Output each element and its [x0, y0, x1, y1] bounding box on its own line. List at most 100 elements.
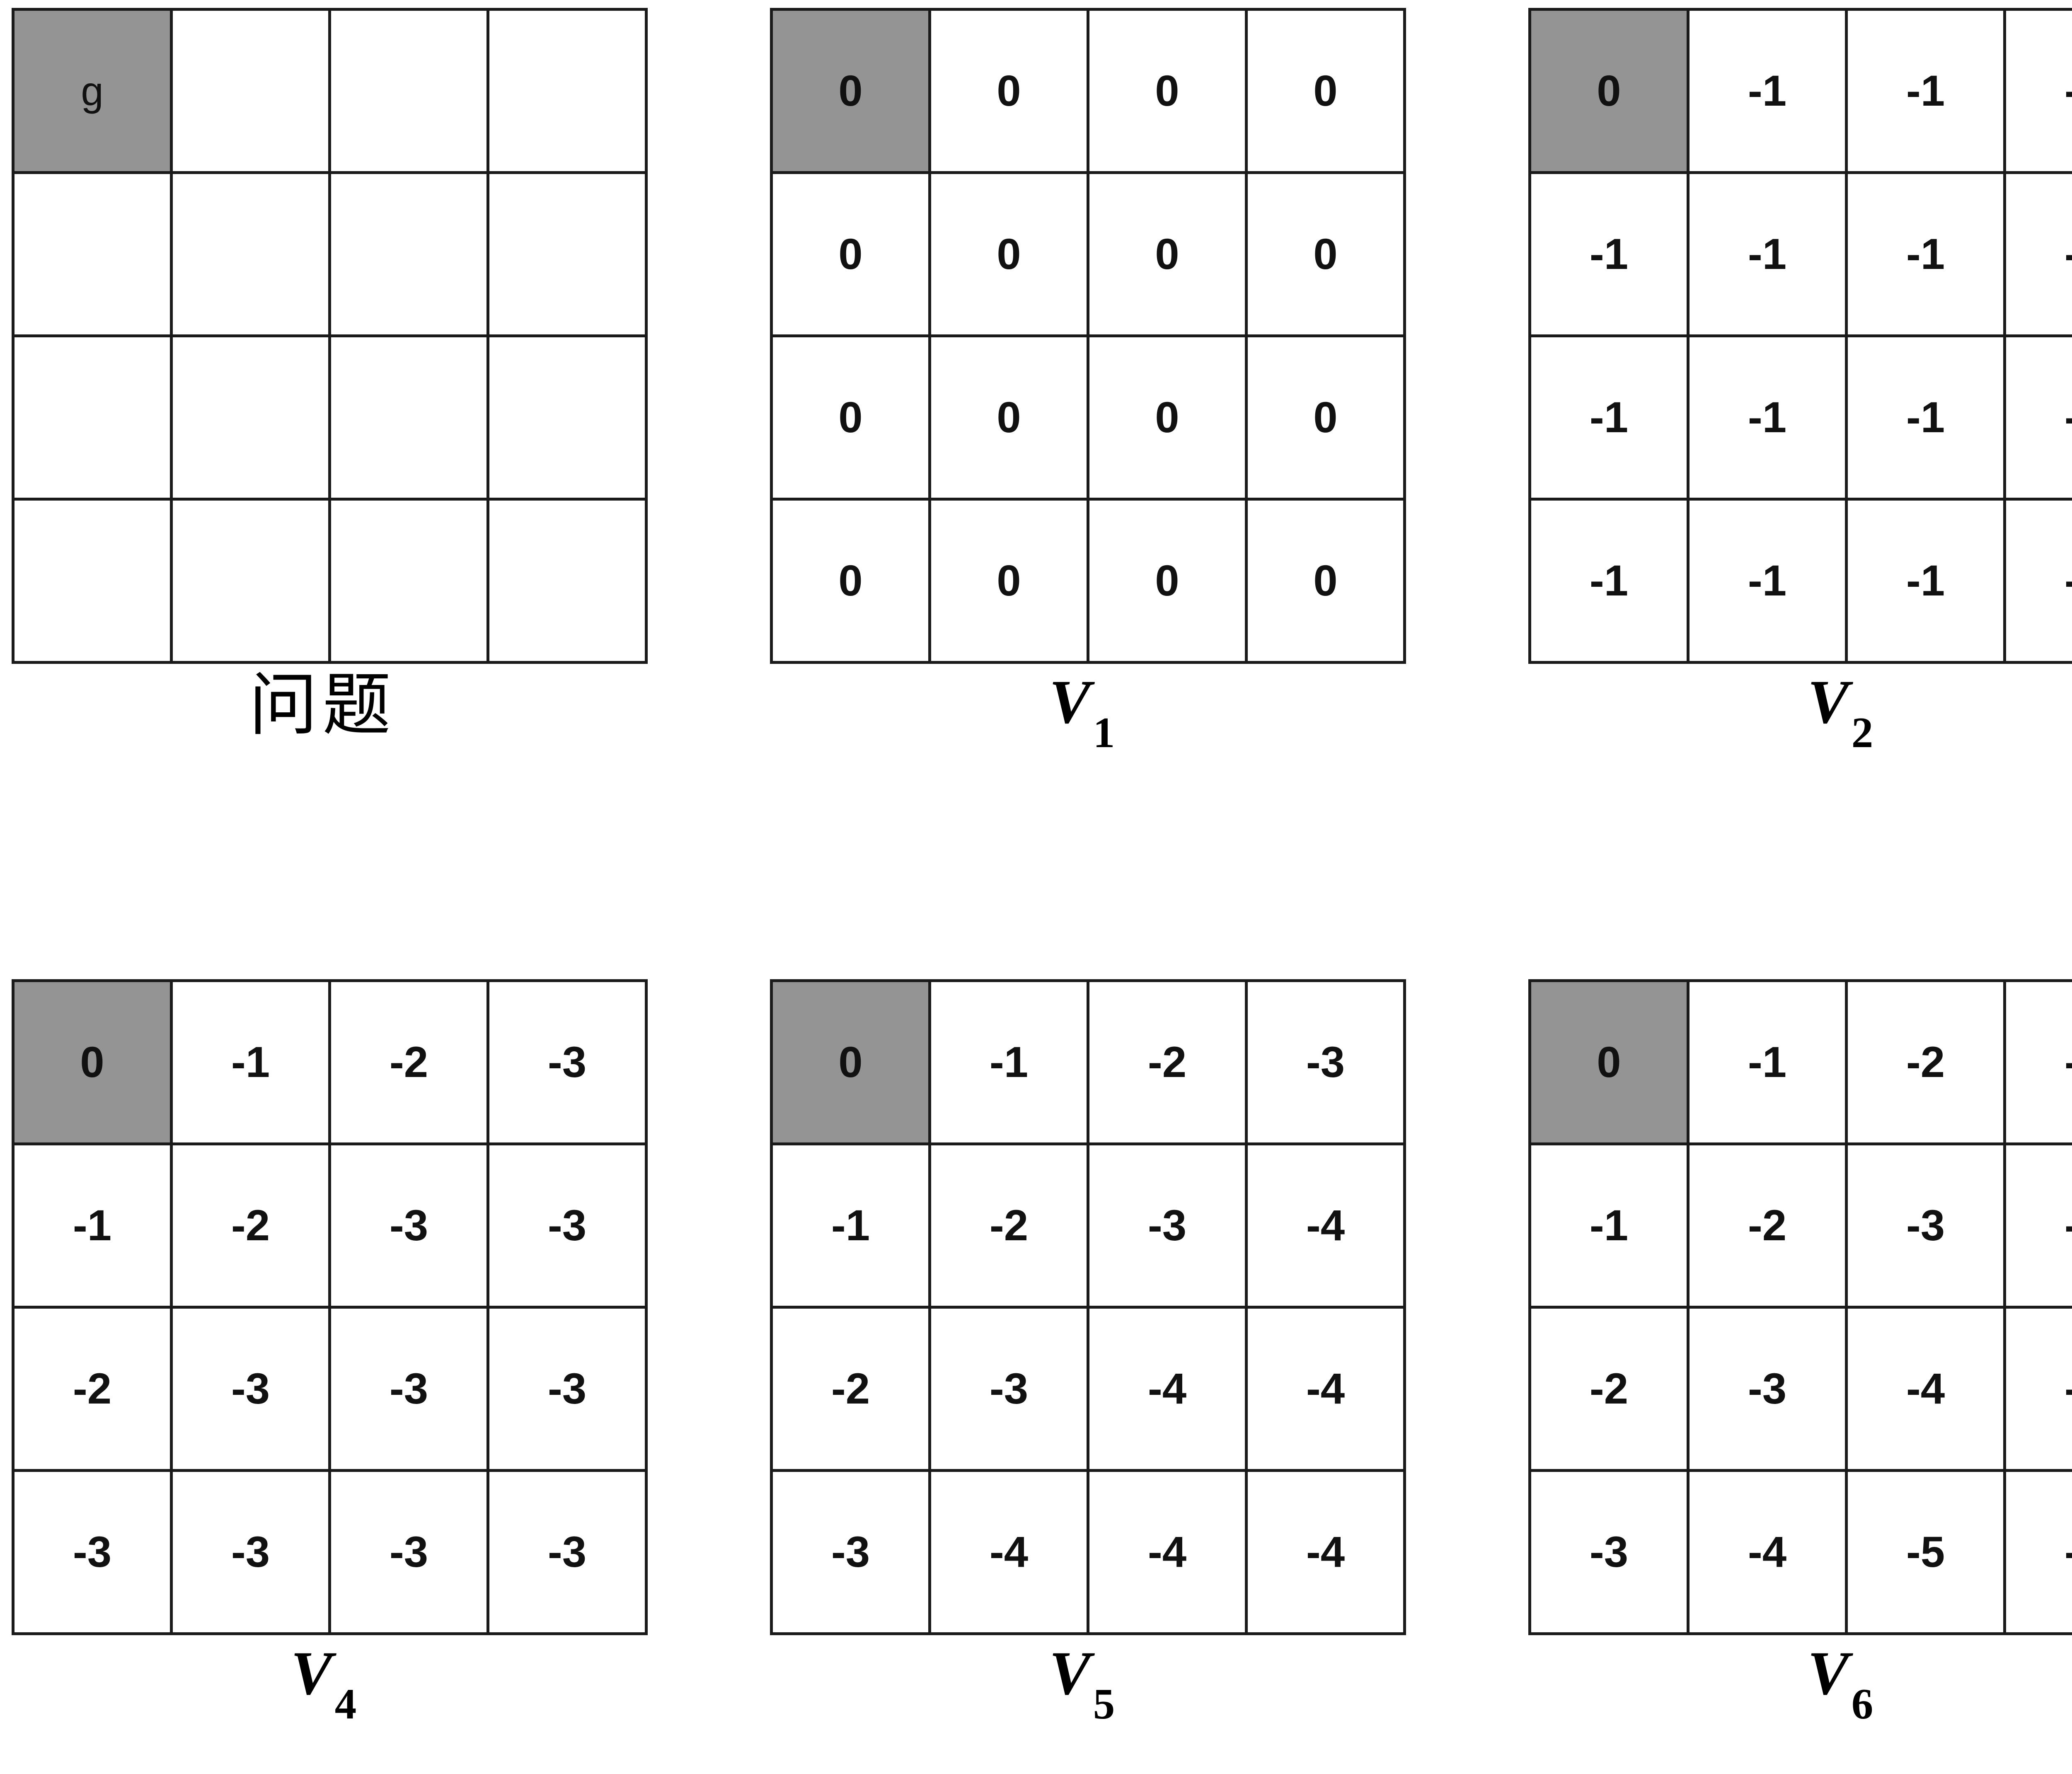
cell-3-2[interactable]: -1: [1845, 498, 2006, 664]
cell-1-0[interactable]: -1: [1528, 1142, 1690, 1309]
cell-0-0[interactable]: 0: [1528, 8, 1690, 174]
cell-3-0[interactable]: -3: [1528, 1469, 1690, 1635]
cell-2-3[interactable]: -3: [487, 1306, 648, 1472]
cell-2-1[interactable]: -3: [928, 1306, 1089, 1472]
cell-1-1[interactable]: -2: [928, 1142, 1089, 1309]
cell-0-3[interactable]: -3: [487, 979, 648, 1145]
cell-3-2[interactable]: [328, 498, 489, 664]
cell-0-0[interactable]: 0: [770, 8, 931, 174]
cell-2-0[interactable]: 0: [770, 334, 931, 501]
cell-3-3[interactable]: -4: [1245, 1469, 1406, 1635]
cell-0-1[interactable]: -1: [1687, 979, 1848, 1145]
cell-2-2[interactable]: -4: [1845, 1306, 2006, 1472]
cell-1-2[interactable]: -3: [328, 1142, 489, 1309]
cell-2-1[interactable]: 0: [928, 334, 1089, 501]
cell-0-3[interactable]: -3: [2003, 979, 2072, 1145]
cell-2-1[interactable]: [170, 334, 331, 501]
cell-0-3[interactable]: -3: [1245, 979, 1406, 1145]
cell-0-1[interactable]: -1: [170, 979, 331, 1145]
cell-0-0[interactable]: g: [12, 8, 173, 174]
cell-3-1[interactable]: -4: [1687, 1469, 1848, 1635]
cell-0-3[interactable]: -1: [2003, 8, 2072, 174]
cell-1-3[interactable]: [487, 171, 648, 337]
cell-1-3[interactable]: -1: [2003, 171, 2072, 337]
cell-3-0[interactable]: 0: [770, 498, 931, 664]
cell-0-3[interactable]: 0: [1245, 8, 1406, 174]
cell-3-1[interactable]: [170, 498, 331, 664]
cell-0-1[interactable]: [170, 8, 331, 174]
cell-3-1[interactable]: -3: [170, 1469, 331, 1635]
cell-3-3[interactable]: -1: [2003, 498, 2072, 664]
cell-2-2[interactable]: 0: [1087, 334, 1248, 501]
cell-2-0[interactable]: [12, 334, 173, 501]
cell-2-2[interactable]: -4: [1087, 1306, 1248, 1472]
cell-0-1[interactable]: -1: [1687, 8, 1848, 174]
cell-2-2[interactable]: -1: [1845, 334, 2006, 501]
cell-3-2[interactable]: -4: [1087, 1469, 1248, 1635]
cell-1-2[interactable]: -3: [1087, 1142, 1248, 1309]
cell-0-2[interactable]: -2: [1087, 979, 1248, 1145]
cell-2-3[interactable]: 0: [1245, 334, 1406, 501]
cell-0-0[interactable]: 0: [1528, 979, 1690, 1145]
cell-0-2[interactable]: 0: [1087, 8, 1248, 174]
cell-3-3[interactable]: -3: [487, 1469, 648, 1635]
cell-1-1[interactable]: -1: [1687, 171, 1848, 337]
cell-0-1[interactable]: 0: [928, 8, 1089, 174]
cell-1-0[interactable]: -1: [770, 1142, 931, 1309]
cell-2-1[interactable]: -1: [1687, 334, 1848, 501]
cell-2-3[interactable]: [487, 334, 648, 501]
cell-3-0[interactable]: [12, 498, 173, 664]
cell-3-3[interactable]: [487, 498, 648, 664]
cell-0-2[interactable]: -2: [1845, 979, 2006, 1145]
cell-1-2[interactable]: -3: [1845, 1142, 2006, 1309]
cell-1-2[interactable]: -1: [1845, 171, 2006, 337]
cell-1-1[interactable]: -2: [1687, 1142, 1848, 1309]
cell-1-3[interactable]: -4: [2003, 1142, 2072, 1309]
cell-2-1[interactable]: -3: [170, 1306, 331, 1472]
cell-1-1[interactable]: 0: [928, 171, 1089, 337]
cell-1-3[interactable]: -3: [487, 1142, 648, 1309]
cell-1-1[interactable]: -2: [170, 1142, 331, 1309]
cell-0-0[interactable]: 0: [12, 979, 173, 1145]
cell-1-0[interactable]: 0: [770, 171, 931, 337]
cell-0-2[interactable]: [328, 8, 489, 174]
cell-3-3[interactable]: 0: [1245, 498, 1406, 664]
cell-3-1[interactable]: 0: [928, 498, 1089, 664]
cell-3-0[interactable]: -3: [12, 1469, 173, 1635]
cell-2-0[interactable]: -2: [770, 1306, 931, 1472]
cell-1-0[interactable]: -1: [1528, 171, 1690, 337]
cell-3-1[interactable]: -4: [928, 1469, 1089, 1635]
cell-2-0[interactable]: -1: [1528, 334, 1690, 501]
cell-1-3[interactable]: 0: [1245, 171, 1406, 337]
cell-2-3[interactable]: -1: [2003, 334, 2072, 501]
cell-0-0[interactable]: 0: [770, 979, 931, 1145]
cell-3-0[interactable]: -1: [1528, 498, 1690, 664]
cell-1-0[interactable]: [12, 171, 173, 337]
table-row: 0 0 0 0: [770, 171, 1406, 337]
cell-1-2[interactable]: 0: [1087, 171, 1248, 337]
cell-1-1[interactable]: [170, 171, 331, 337]
cell-3-0[interactable]: -3: [770, 1469, 931, 1635]
cell-1-0[interactable]: -1: [12, 1142, 173, 1309]
cell-1-3[interactable]: -4: [1245, 1142, 1406, 1309]
cell-2-0[interactable]: -2: [1528, 1306, 1690, 1472]
cell-3-2[interactable]: -3: [328, 1469, 489, 1635]
cell-2-2[interactable]: [328, 334, 489, 501]
cell-2-3[interactable]: -5: [2003, 1306, 2072, 1472]
cell-3-2[interactable]: 0: [1087, 498, 1248, 664]
cell-0-2[interactable]: -1: [1845, 8, 2006, 174]
grid-body: 0 0 0 0 0 0 0 0 0 0 0 0 0 0 0 0: [770, 8, 1406, 664]
cell-2-2[interactable]: -3: [328, 1306, 489, 1472]
cell-2-3[interactable]: -4: [1245, 1306, 1406, 1472]
grid-body: 0 -1 -1 -1 -1 -1 -1 -1 -1 -1 -1 -1 -1 -1…: [1528, 8, 2072, 664]
cell-3-1[interactable]: -1: [1687, 498, 1848, 664]
cell-2-1[interactable]: -3: [1687, 1306, 1848, 1472]
cell-1-2[interactable]: [328, 171, 489, 337]
cell-3-2[interactable]: -5: [1845, 1469, 2006, 1635]
cell-0-2[interactable]: -2: [328, 979, 489, 1145]
cell-2-0[interactable]: -2: [12, 1306, 173, 1472]
cell-3-3[interactable]: -5: [2003, 1469, 2072, 1635]
cell-0-3[interactable]: [487, 8, 648, 174]
grid-v5: 0 -1 -2 -3 -1 -2 -3 -4 -2 -3 -4 -4 -3 -4…: [770, 979, 1406, 1635]
cell-0-1[interactable]: -1: [928, 979, 1089, 1145]
